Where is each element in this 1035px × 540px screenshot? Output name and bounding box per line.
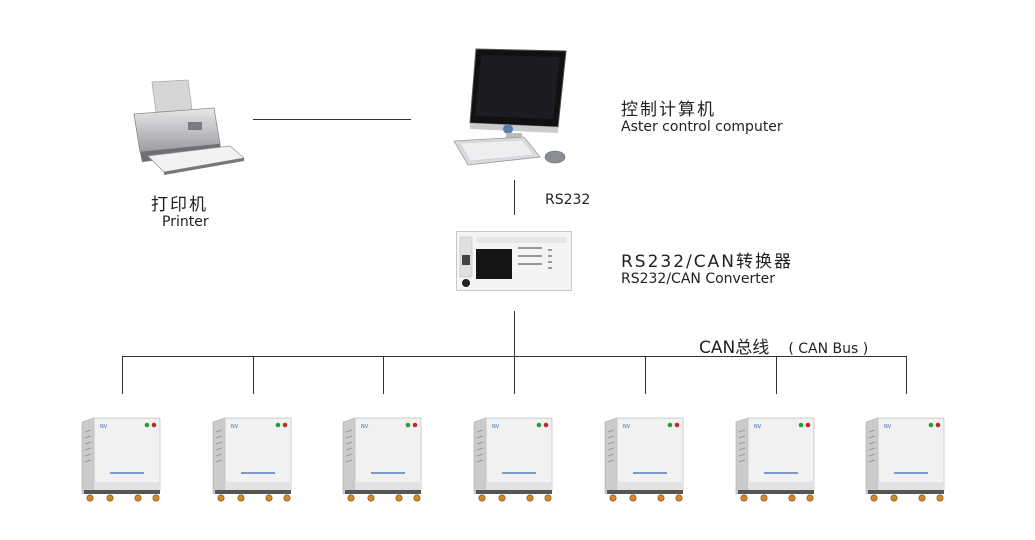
svg-text:NV: NV bbox=[100, 424, 108, 430]
svg-text:NV: NV bbox=[231, 424, 239, 430]
can-bus-label-en: ( CAN Bus ) bbox=[788, 341, 869, 357]
converter-label-cn: RS232/CAN转换器 bbox=[621, 252, 793, 272]
power-cabinet-icon: NV bbox=[735, 417, 815, 502]
power-unit: NV bbox=[80, 416, 164, 502]
desktop-computer-icon bbox=[453, 48, 567, 166]
power-cabinet-icon: NV bbox=[473, 417, 553, 502]
bus-drop bbox=[645, 356, 646, 394]
svg-text:NV: NV bbox=[492, 424, 500, 430]
computer-label-cn: 控制计算机 bbox=[621, 100, 716, 120]
power-unit: NV bbox=[603, 416, 687, 502]
printer-label-cn: 打印机 bbox=[151, 195, 208, 215]
svg-text:NV: NV bbox=[884, 424, 892, 430]
rs232-link-label: RS232 bbox=[545, 192, 591, 208]
converter-node bbox=[456, 231, 572, 291]
svg-text:NV: NV bbox=[623, 424, 631, 430]
bus-drop bbox=[776, 356, 777, 394]
can-bus-label: CAN总线 ( CAN Bus ) bbox=[699, 333, 868, 358]
converter-bus-link bbox=[514, 311, 515, 356]
printer-label-en: Printer bbox=[162, 214, 209, 230]
power-cabinet-icon: NV bbox=[342, 417, 422, 502]
svg-text:NV: NV bbox=[361, 424, 369, 430]
power-unit: NV bbox=[472, 416, 556, 502]
bus-drop bbox=[906, 356, 907, 394]
bus-drop bbox=[514, 356, 515, 394]
printer-icon bbox=[133, 79, 245, 175]
power-unit: NV bbox=[734, 416, 818, 502]
converter-label-en: RS232/CAN Converter bbox=[621, 271, 776, 287]
power-cabinet-icon: NV bbox=[212, 417, 292, 502]
bus-drop bbox=[253, 356, 254, 394]
computer-label-en: Aster control computer bbox=[621, 119, 783, 135]
computer-node bbox=[448, 45, 578, 175]
power-unit: NV bbox=[864, 416, 948, 502]
bus-drop bbox=[383, 356, 384, 394]
power-unit: NV bbox=[211, 416, 295, 502]
bus-drop bbox=[122, 356, 123, 394]
printer-node bbox=[118, 72, 248, 182]
printer-computer-link bbox=[253, 119, 411, 120]
power-cabinet-icon: NV bbox=[81, 417, 161, 502]
power-cabinet-icon: NV bbox=[604, 417, 684, 502]
svg-text:NV: NV bbox=[754, 424, 762, 430]
converter-module-icon bbox=[456, 231, 572, 291]
can-bus-label-cn: CAN总线 bbox=[699, 338, 770, 358]
power-unit: NV bbox=[341, 416, 425, 502]
power-cabinet-icon: NV bbox=[865, 417, 945, 502]
computer-converter-link bbox=[514, 180, 515, 215]
